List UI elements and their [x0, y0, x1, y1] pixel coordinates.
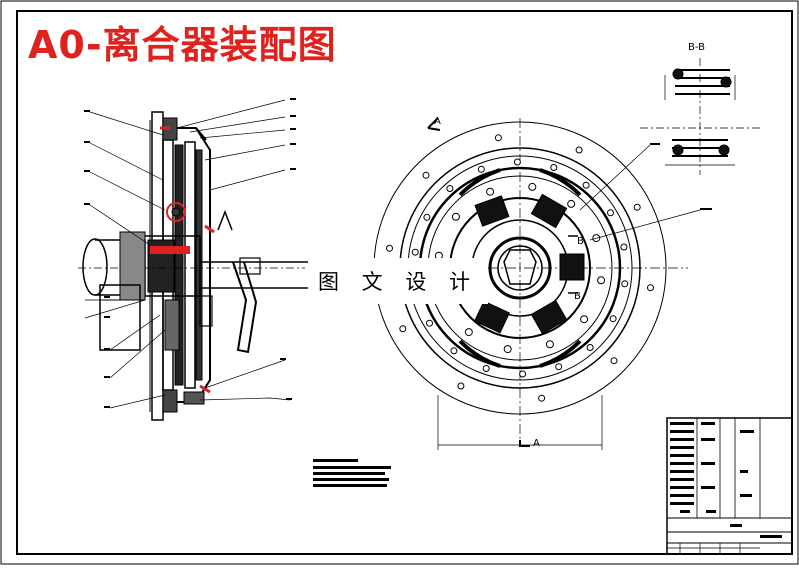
bolt-hole	[610, 357, 618, 365]
watermark: 图 文 设 计	[308, 258, 488, 304]
bolt-hole	[586, 344, 594, 351]
bolt-hole	[399, 325, 407, 333]
bolt-hole	[446, 185, 454, 192]
bolt-hole	[464, 328, 473, 337]
bolt-hole	[513, 158, 521, 166]
section-b-label-bottom: B	[574, 291, 581, 302]
section-b-label-top: B	[577, 236, 584, 247]
bolt-hole	[582, 181, 590, 189]
section-view	[78, 98, 310, 421]
bolt-hole	[555, 363, 563, 371]
bolt-hole	[426, 319, 433, 327]
bolt-hole	[422, 171, 430, 179]
inner-frame	[16, 10, 793, 555]
bolt-hole	[503, 345, 512, 354]
bolt-hole	[620, 243, 628, 251]
technical-notes	[313, 459, 391, 487]
bolt-hole	[538, 394, 546, 402]
bolt-hole	[450, 347, 458, 355]
bolt-hole	[528, 182, 537, 191]
bolt-hole	[411, 248, 419, 256]
drawing-title: A0-离合器装配图	[28, 23, 337, 67]
section-bb-label: B-B	[688, 42, 705, 53]
bolt-hole	[486, 187, 495, 196]
bolt-hole	[607, 209, 614, 217]
title-block	[666, 417, 793, 555]
section-bb-detail	[640, 58, 760, 175]
bolt-hole	[457, 382, 465, 390]
bolt-hole	[621, 280, 629, 288]
bolt-hole	[451, 212, 460, 221]
bolt-hole	[580, 315, 589, 324]
bolt-hole	[477, 165, 485, 173]
bolt-hole	[423, 213, 431, 221]
bolt-hole	[482, 365, 490, 372]
bolt-hole	[545, 340, 554, 349]
bolt-hole	[609, 315, 617, 323]
bolt-hole	[494, 134, 502, 142]
section-a-label-bottom: A	[533, 438, 540, 449]
bolt-hole	[386, 244, 393, 252]
bolt-hole	[575, 146, 583, 154]
bolt-hole	[567, 199, 576, 208]
bolt-hole	[597, 276, 606, 285]
section-a-label-top: A	[434, 116, 441, 127]
bolt-hole	[550, 164, 558, 171]
bolt-hole	[519, 370, 527, 378]
bolt-hole	[647, 284, 654, 292]
bolt-hole	[633, 203, 641, 211]
